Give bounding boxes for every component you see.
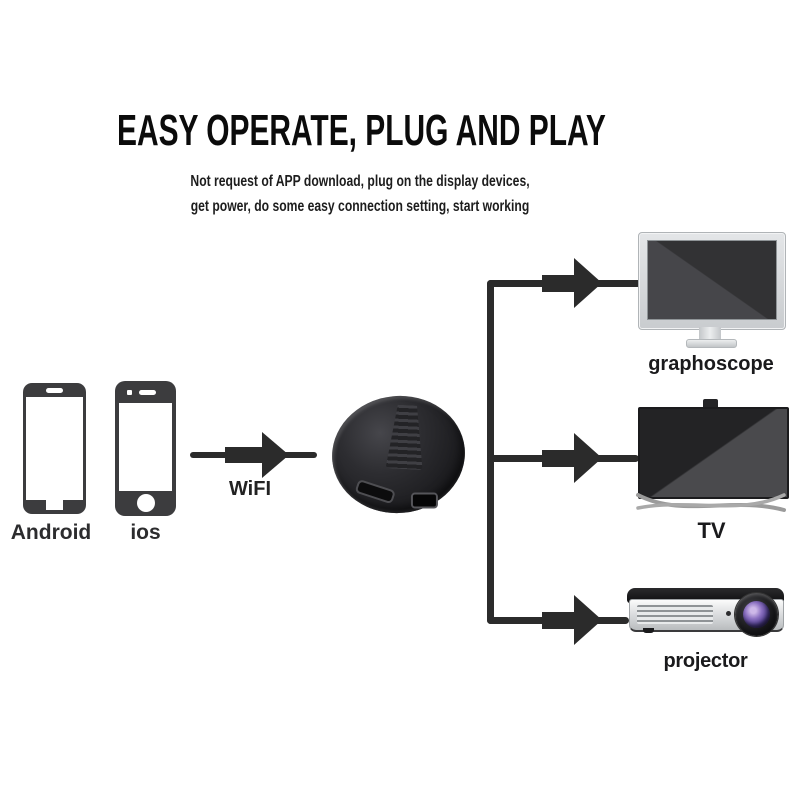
- wifi-label: WiFI: [228, 478, 272, 500]
- tv-label: TV: [697, 518, 726, 543]
- projector-vent-grille: [637, 605, 713, 624]
- phone-screen: [26, 397, 83, 500]
- subtitle-line-2: get power, do some easy connection setti…: [190, 198, 530, 215]
- dongle-hdmi-slot: [354, 478, 396, 505]
- wifi-display-dongle-icon: [326, 389, 471, 520]
- connector-trunk-line: [487, 280, 494, 624]
- arrow-head: [574, 258, 602, 308]
- subtitle-line-1: Not request of APP download, plug on the…: [190, 173, 530, 190]
- page-title: EASY OPERATE, PLUG AND PLAY: [117, 106, 606, 155]
- phone-home-button: [136, 494, 155, 512]
- projector-icon: [627, 586, 784, 648]
- phone-speaker-slot: [46, 388, 63, 393]
- projector-ir-sensor: [726, 611, 731, 616]
- arrow-to-tv: [487, 433, 639, 484]
- dongle-usb-port: [410, 492, 438, 509]
- arrow-shaft: [542, 612, 575, 629]
- subtitle: Not request of APP download, plug on the…: [94, 169, 626, 219]
- monitor-stand-base: [686, 339, 737, 348]
- dongle-ribbed-texture: [386, 404, 426, 470]
- tv-camera: [703, 399, 718, 409]
- projector-foot: [643, 628, 654, 633]
- arrow-shaft: [542, 275, 575, 292]
- projector-label: projector: [663, 650, 748, 672]
- phone-screen: [119, 403, 172, 491]
- monitor-icon: [638, 232, 786, 330]
- arrow-head: [574, 433, 602, 483]
- monitor-screen: [647, 240, 777, 320]
- phone-camera-dot: [127, 390, 132, 395]
- android-phone-icon: [23, 383, 86, 514]
- phone-home-notch: [46, 500, 63, 510]
- projector-lens-glass: [743, 601, 770, 628]
- arrow-shaft: [225, 447, 263, 463]
- arrow-to-projector: [487, 595, 629, 646]
- wifi-right-arrow-icon: [190, 432, 317, 478]
- arrow-shaft: [542, 450, 575, 467]
- graphoscope-label: graphoscope: [648, 353, 774, 375]
- monitor-stand-neck: [699, 327, 721, 340]
- tv-legs: [636, 493, 786, 512]
- android-label: Android: [10, 521, 92, 544]
- arrow-head: [262, 432, 289, 478]
- arrow-to-graphoscope: [487, 258, 641, 309]
- phone-earpiece-slit: [139, 390, 156, 395]
- arrow-head: [574, 595, 602, 645]
- ios-phone-icon: [115, 381, 176, 516]
- ios-label: ios: [130, 521, 161, 544]
- tv-icon: [638, 407, 789, 499]
